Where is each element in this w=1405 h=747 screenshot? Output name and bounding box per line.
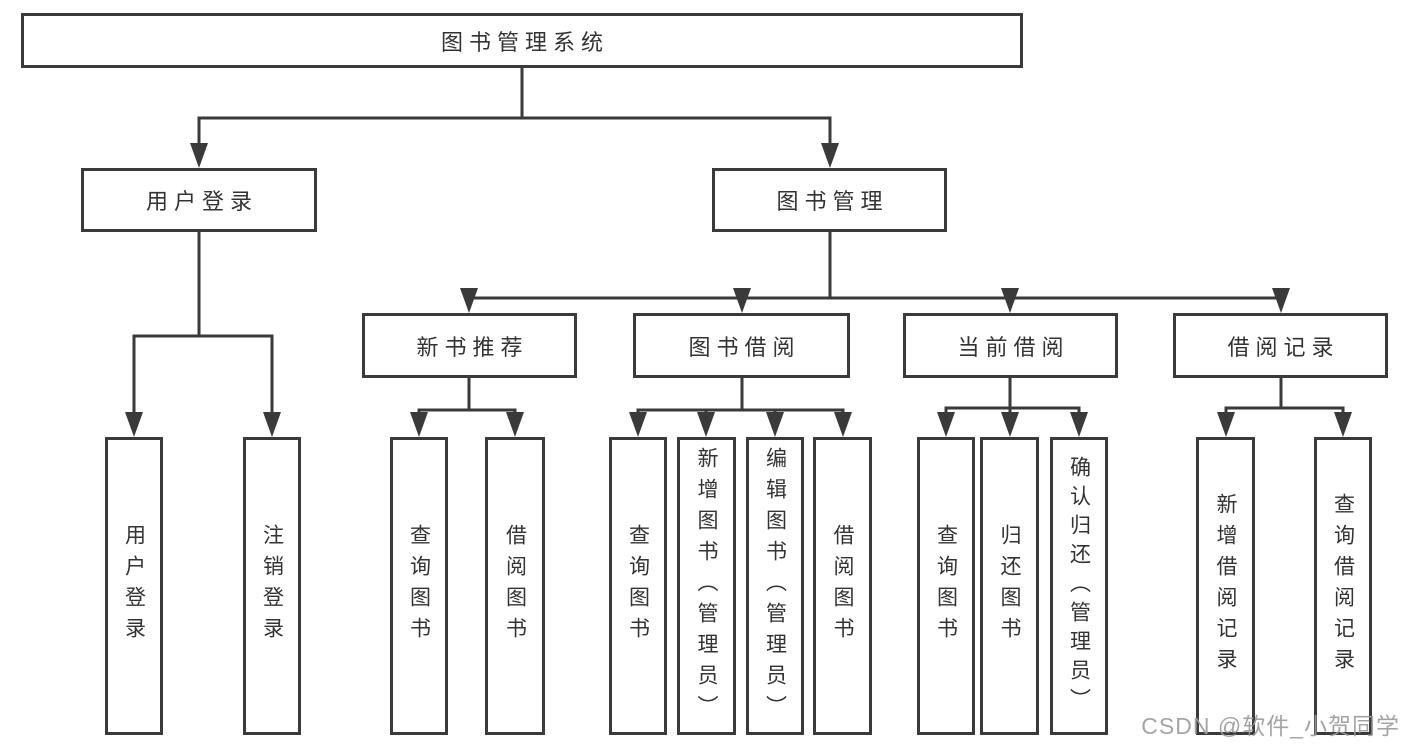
leaf-label: 查询借阅记录 xyxy=(1331,493,1355,679)
node-book-borrowing: 图书借阅 xyxy=(633,313,850,378)
leaf-label: 编辑图书（管理员） xyxy=(763,446,787,726)
node-current-borrowing: 当前借阅 xyxy=(903,313,1118,378)
leaf-label: 确认归还（管理员） xyxy=(1067,455,1091,717)
arrowhead xyxy=(766,412,784,437)
leaf-node-add-borrow-record: 新增借阅记录 xyxy=(1196,437,1255,735)
leaf-label: 借阅图书 xyxy=(831,524,854,648)
leaf-node-return-books: 归还图书 xyxy=(980,437,1039,735)
leaf-node-add-books-admin: 新增图书（管理员） xyxy=(677,437,736,735)
node-book-management: 图书管理 xyxy=(712,168,947,232)
arrowhead xyxy=(263,412,281,437)
arrowhead xyxy=(1272,288,1290,313)
leaf-node-edit-books-admin: 编辑图书（管理员） xyxy=(746,437,804,735)
arrowhead xyxy=(190,143,208,168)
arrowhead xyxy=(125,412,143,437)
node-user-login: 用户登录 xyxy=(81,168,317,232)
node-root: 图书管理系统 xyxy=(21,13,1023,68)
leaf-label: 新增借阅记录 xyxy=(1214,493,1237,679)
arrowhead xyxy=(506,412,524,437)
leaf-label: 查询图书 xyxy=(626,524,650,648)
arrowhead xyxy=(410,412,428,437)
leaf-label: 查询图书 xyxy=(407,524,431,648)
leaf-label: 新增图书（管理员） xyxy=(695,446,718,726)
leaf-node-query-borrow-record: 查询借阅记录 xyxy=(1314,437,1372,735)
node-new-book-recommend-label: 新书推荐 xyxy=(416,334,529,360)
leaf-node-query-books-recommend: 查询图书 xyxy=(390,437,448,735)
arrowhead xyxy=(1001,412,1019,437)
node-user-login-label: 用户登录 xyxy=(145,189,258,214)
arrowhead xyxy=(1217,412,1235,437)
leaf-label: 查询图书 xyxy=(934,524,958,648)
node-borrowing-records-label: 借阅记录 xyxy=(1227,334,1340,360)
arrowhead xyxy=(460,288,478,313)
leaf-node-borrow-books: 借阅图书 xyxy=(813,437,872,735)
csdn-watermark: CSDN @软件_小贺同学 xyxy=(1141,713,1400,739)
leaf-node-confirm-return-admin: 确认归还（管理员） xyxy=(1050,437,1108,735)
leaf-label: 借阅图书 xyxy=(503,524,527,648)
leaf-label: 用户登录 xyxy=(122,524,146,648)
arrowhead xyxy=(821,143,839,168)
leaf-node-query-books-current: 查询图书 xyxy=(917,437,975,735)
node-borrowing-records: 借阅记录 xyxy=(1173,313,1388,378)
leaf-label: 注销登录 xyxy=(260,524,284,648)
node-book-borrowing-label: 图书借阅 xyxy=(688,334,801,360)
node-new-book-recommend: 新书推荐 xyxy=(362,313,577,378)
arrowhead xyxy=(629,412,647,437)
arrowhead xyxy=(1070,412,1088,437)
leaf-node-user-login: 用户登录 xyxy=(105,437,163,735)
arrowhead xyxy=(697,412,715,437)
leaf-node-logout: 注销登录 xyxy=(243,437,301,735)
leaf-node-query-books-borrowing: 查询图书 xyxy=(609,437,667,735)
leaf-label: 归还图书 xyxy=(998,524,1021,648)
node-book-management-label: 图书管理 xyxy=(776,189,889,214)
arrowhead xyxy=(733,288,751,313)
arrowhead xyxy=(1001,288,1019,313)
arrowhead xyxy=(1334,412,1352,437)
leaf-node-borrow-books-recommend: 借阅图书 xyxy=(485,437,545,735)
arrowhead xyxy=(834,412,852,437)
arrowhead xyxy=(937,412,955,437)
node-current-borrowing-label: 当前借阅 xyxy=(957,334,1070,360)
node-root-label: 图书管理系统 xyxy=(440,29,609,55)
